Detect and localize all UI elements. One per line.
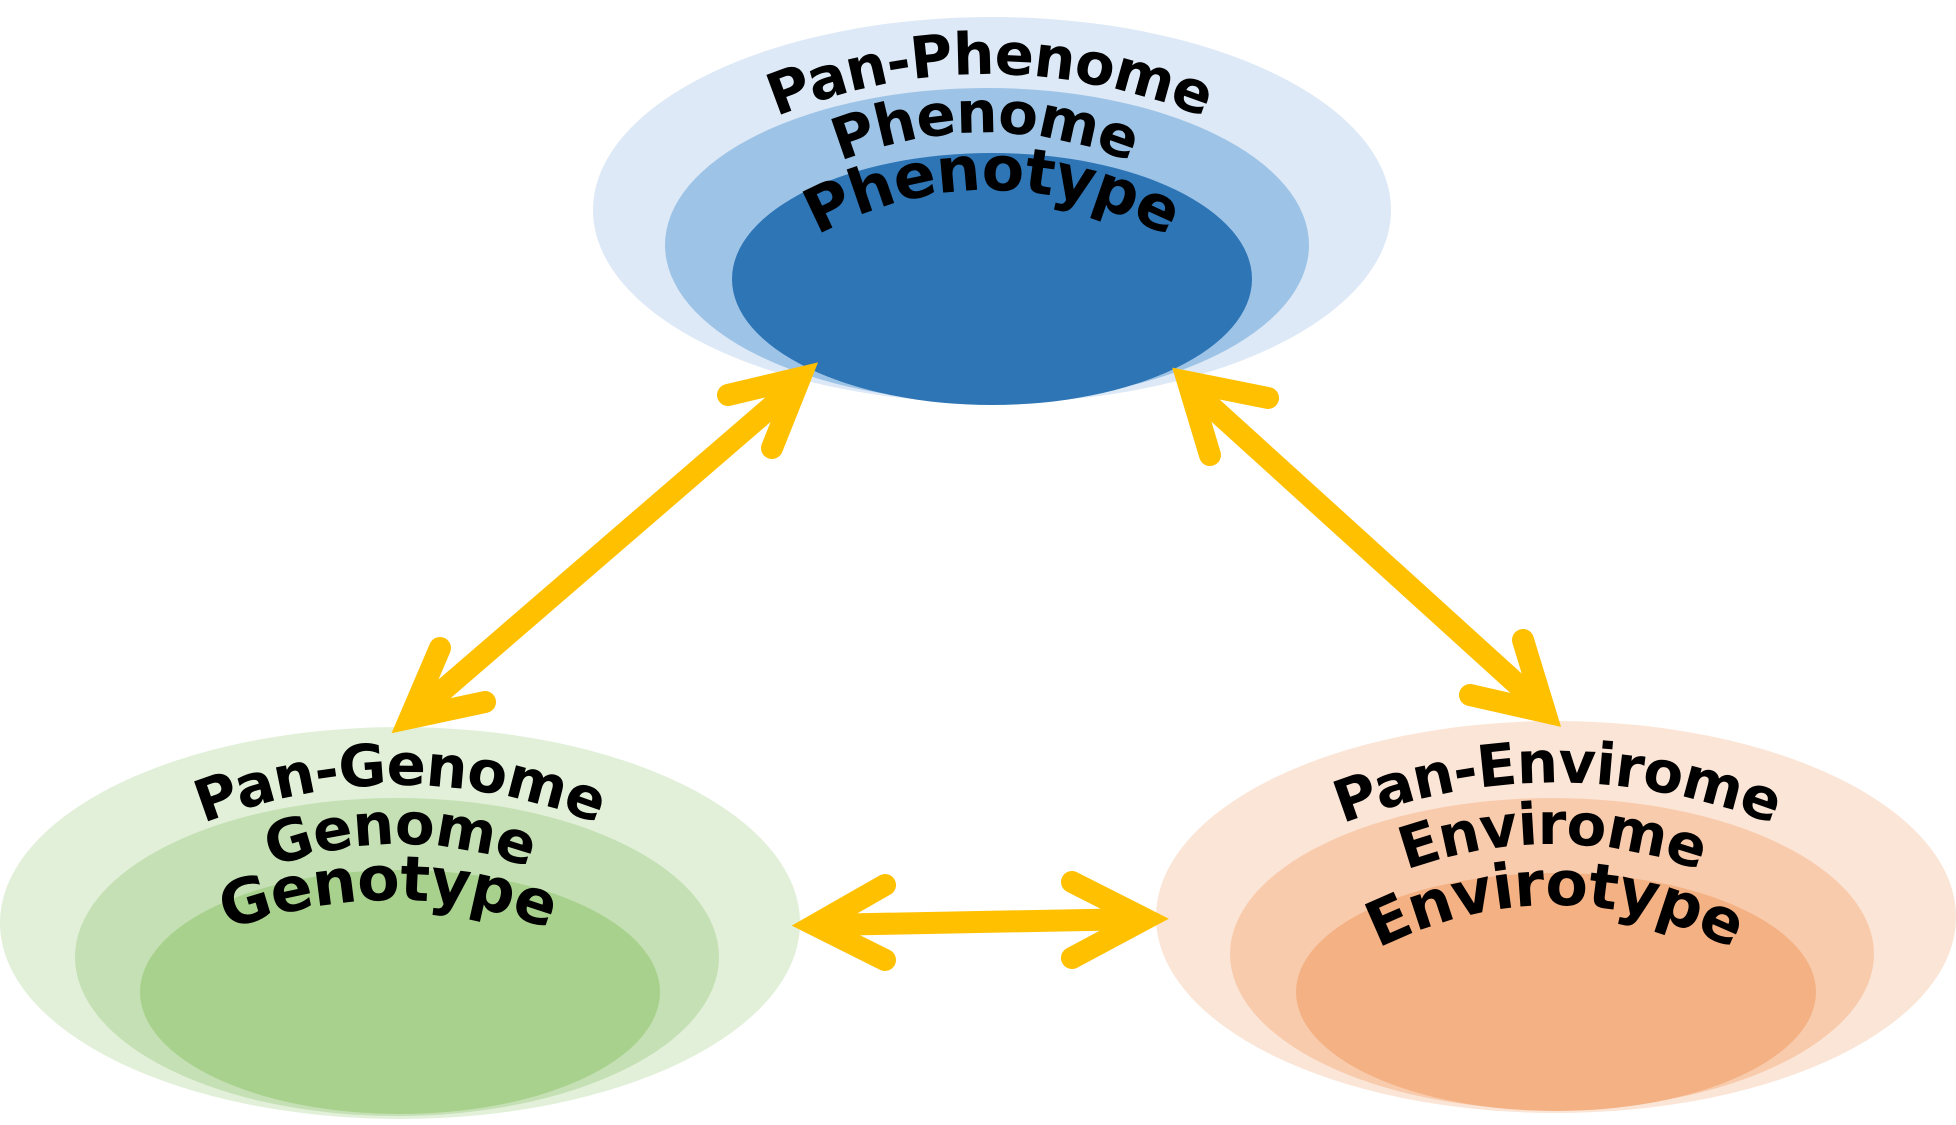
arrowhead-phenome <box>717 362 819 459</box>
arrow-phenome-envirome <box>1172 367 1562 727</box>
arrowhead-genome <box>791 874 896 971</box>
genotype-ellipse <box>140 870 660 1114</box>
arrowhead-envirome <box>1061 871 1169 969</box>
arrow-shaft <box>809 908 1151 936</box>
phenotype-ellipse <box>732 153 1252 405</box>
envirome-node: Pan-Envirome Envirome Envirotype <box>1156 721 1956 1113</box>
arrow-genome-envirome <box>791 871 1169 971</box>
phenome-node: Pan-Phenome Phenome Phenotype <box>593 17 1391 405</box>
arrow-shaft <box>1184 381 1551 716</box>
arrow-shaft <box>409 384 796 721</box>
arrowhead-genome <box>391 637 496 734</box>
arrowhead-envirome <box>1459 629 1562 727</box>
arrow-genome-phenome <box>391 362 819 734</box>
arrowhead-phenome <box>1172 367 1279 466</box>
genome-node: Pan-Genome Genome Genotype <box>0 727 800 1119</box>
envirotype-ellipse <box>1296 873 1816 1111</box>
